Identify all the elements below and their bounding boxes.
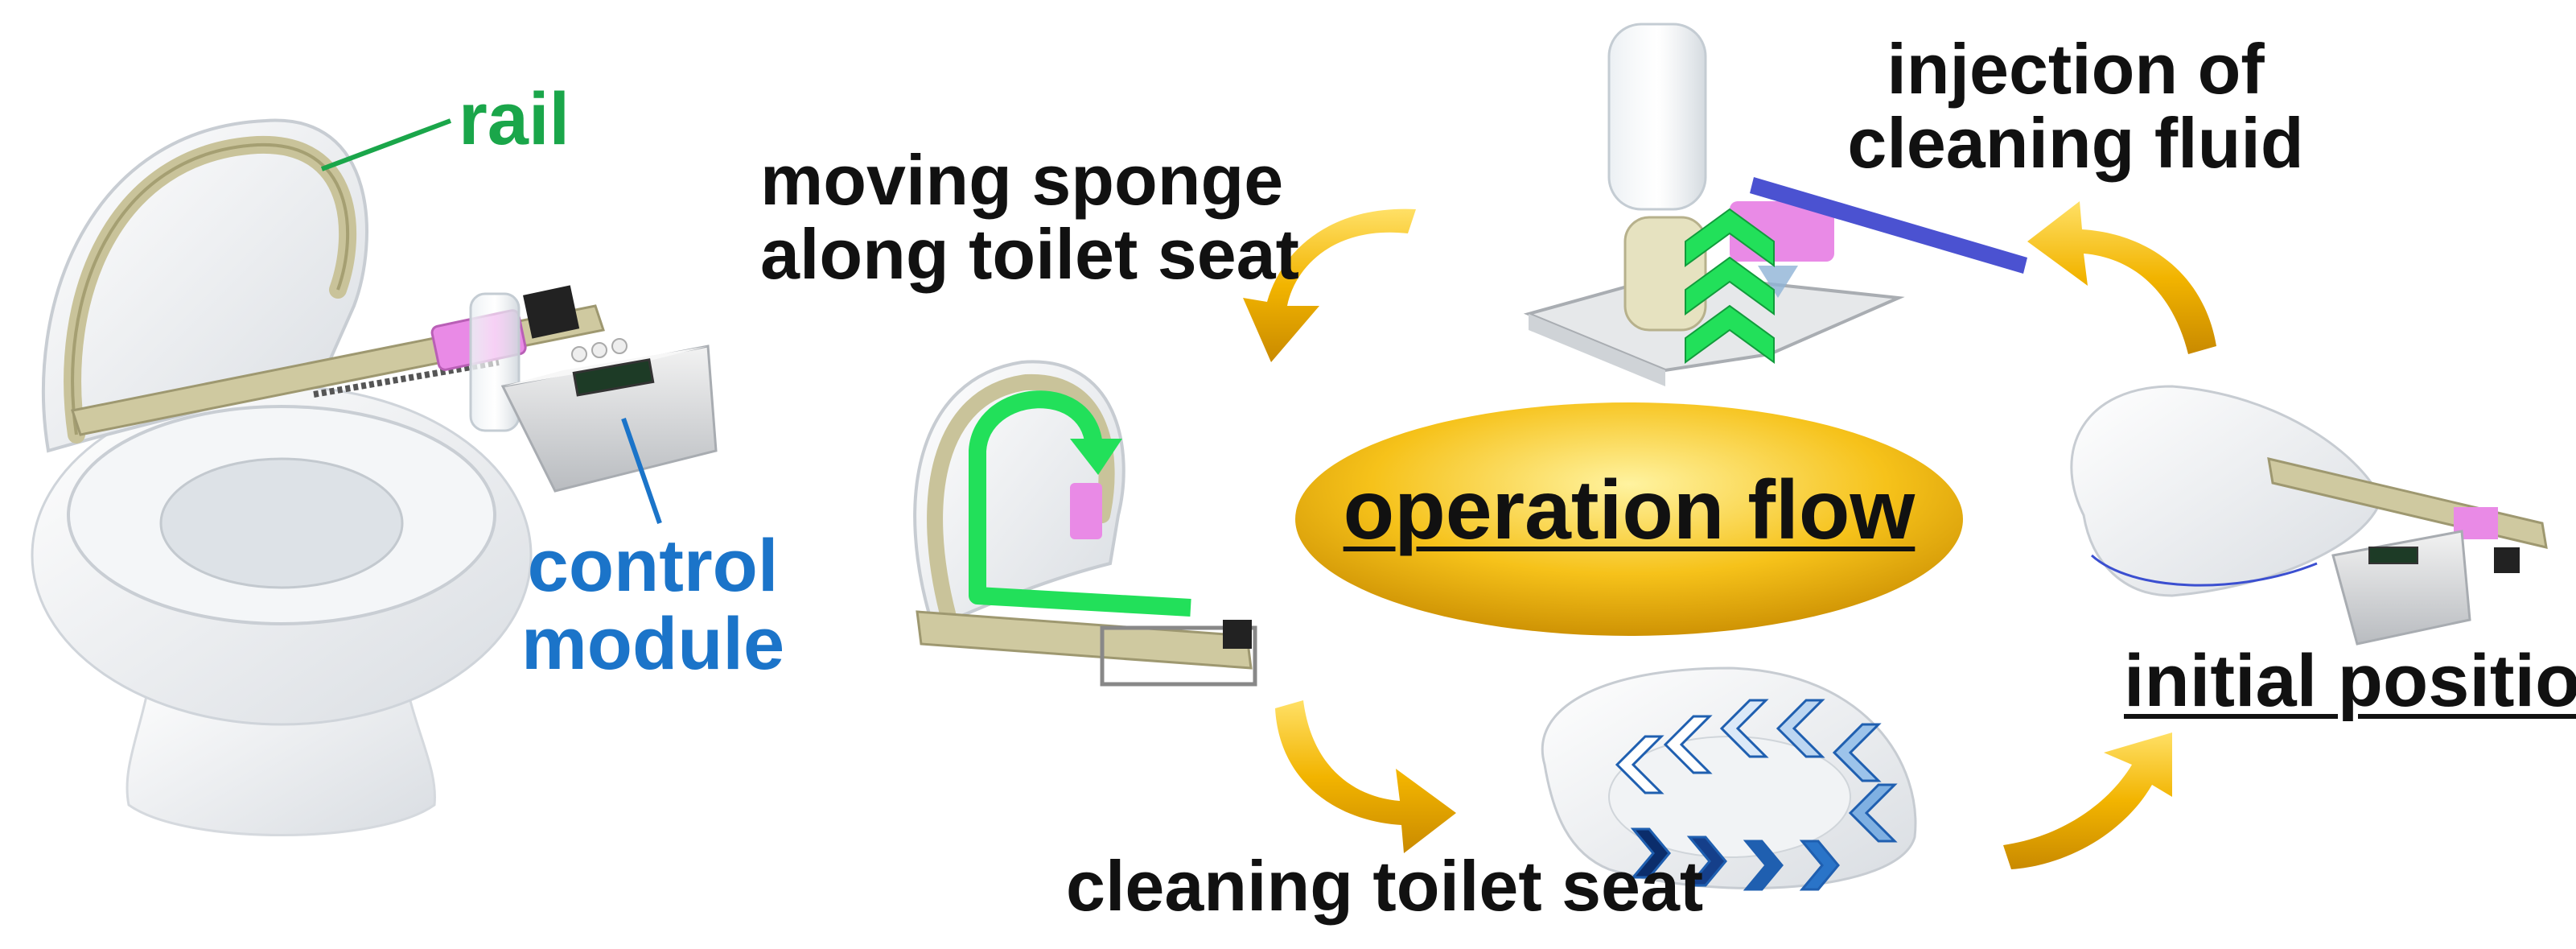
direction-chevrons — [1615, 699, 1898, 891]
injection-label-line1: injection of — [1887, 29, 2265, 109]
control-module — [500, 338, 718, 493]
rail-label: rail — [459, 78, 570, 160]
motor-cube — [2494, 547, 2520, 573]
initial-position-label: initial position — [2124, 640, 2576, 722]
moving-label-line2: along toilet seat — [760, 214, 1299, 295]
moving-sponge-illustration — [913, 360, 1257, 687]
cylinder-base — [1623, 216, 1707, 332]
motor-cube — [523, 285, 580, 339]
flow-arrow-top-right — [2027, 201, 2216, 354]
flow-arrow-bottom-right — [2003, 732, 2172, 869]
initial-position-illustration — [2070, 385, 2548, 646]
toilet-assembly — [31, 118, 718, 836]
motor-cube — [1223, 620, 1252, 649]
cleaning-seat-label: cleaning toilet seat — [1066, 846, 1704, 926]
upward-chevrons — [1685, 208, 1775, 364]
injection-label-line2: cleaning fluid — [1847, 103, 2304, 184]
operation-flow-ellipse — [1295, 402, 1963, 636]
flow-arrow-top-left — [1243, 208, 1416, 362]
control-display — [2368, 547, 2418, 564]
sponge — [1070, 483, 1102, 539]
control-leader-line — [621, 418, 662, 524]
fluid-tank — [469, 292, 521, 432]
moving-sponge-label: moving sponge along toilet seat — [760, 140, 1299, 295]
rail-leader-line — [320, 118, 452, 171]
fluid-tank — [1607, 23, 1707, 211]
flow-arrows — [1243, 201, 2216, 869]
seat-cleaning-illustration — [1541, 666, 1917, 891]
toilet-opening — [159, 457, 404, 589]
moving-label-line1: moving sponge — [760, 140, 1284, 220]
control-module — [2331, 530, 2471, 646]
control-label-line1: control — [527, 525, 779, 607]
dispense-tube — [1750, 177, 2027, 274]
control-display — [572, 358, 655, 397]
sponge-path-arrow — [969, 390, 1191, 617]
injection-label: injection of cleaning fluid — [1842, 29, 2309, 184]
injection-illustration — [1523, 23, 2027, 386]
operation-flow-label: operation flow — [1343, 464, 1916, 557]
control-module-label: control module — [521, 527, 784, 683]
flow-arrow-bottom-left — [1275, 700, 1456, 853]
green-arrowhead — [1070, 439, 1122, 475]
control-label-line2: module — [521, 602, 785, 685]
